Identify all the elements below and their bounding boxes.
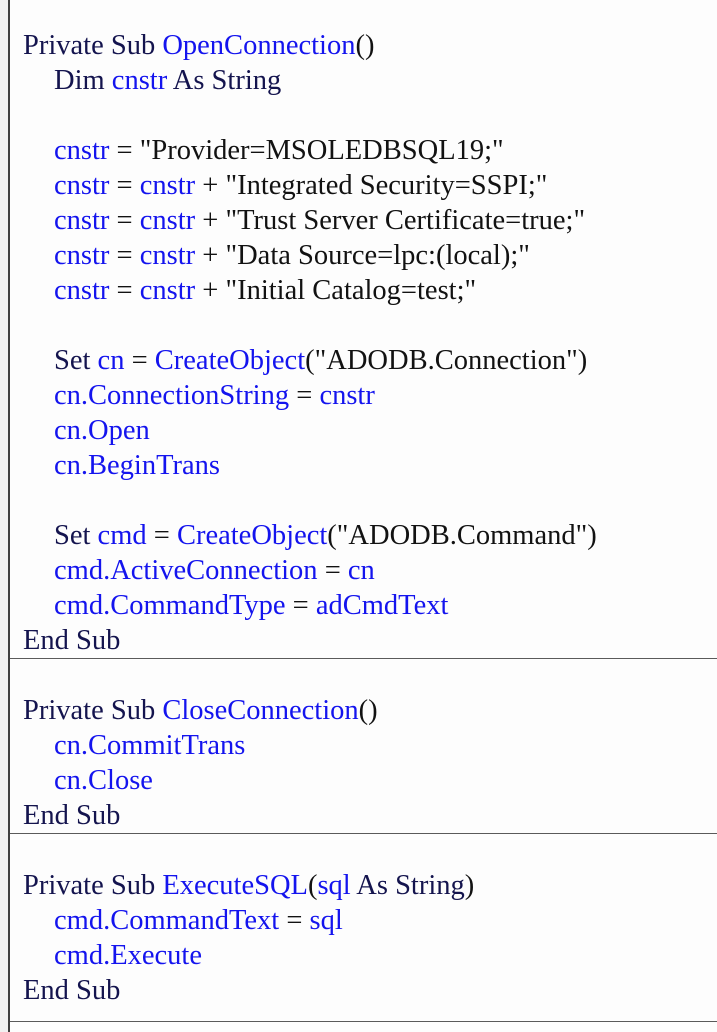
code-line: Private Sub ExecuteSQL(sql As String) xyxy=(23,868,717,903)
code-block-closeconnection: Private Sub CloseConnection()cn.CommitTr… xyxy=(10,658,717,833)
code-panel: Private Sub OpenConnection()Dim cnstr As… xyxy=(8,0,717,1032)
code-line xyxy=(23,98,717,133)
code-token-id: cn.BeginTrans xyxy=(54,450,220,481)
code-token-kw: End Sub xyxy=(23,800,121,831)
code-token-pl: = xyxy=(279,905,310,936)
code-block-openconnection: Private Sub OpenConnection()Dim cnstr As… xyxy=(10,0,717,658)
code-token-pl: = xyxy=(124,345,155,376)
code-token-id: CloseConnection xyxy=(162,695,359,726)
code-token-id: CreateObject xyxy=(154,345,306,376)
code-line: cnstr = cnstr + "Data Source=lpc:(local)… xyxy=(23,238,717,273)
code-token-pl: ("ADODB.Command") xyxy=(327,520,597,551)
code-token-id: cnstr xyxy=(54,135,110,166)
code-token-id: sql xyxy=(317,870,351,901)
code-token-kw: End Sub xyxy=(23,625,121,656)
code-line: End Sub xyxy=(23,798,717,833)
code-token-pl: ) xyxy=(464,870,475,901)
code-line: cnstr = "Provider=MSOLEDBSQL19;" xyxy=(23,133,717,168)
code-token-id: cmd.Execute xyxy=(54,940,202,971)
code-line: cmd.CommandText = sql xyxy=(23,903,717,938)
code-token-id: cn.ConnectionString xyxy=(54,380,290,411)
code-token-kw: Private Sub xyxy=(23,870,163,901)
code-token-id: sql xyxy=(309,905,343,936)
code-token-id: cmd.CommandType xyxy=(54,590,286,621)
code-line: cn.CommitTrans xyxy=(23,728,717,763)
code-line: cn.Open xyxy=(23,413,717,448)
code-line xyxy=(23,483,717,518)
code-token-pl: = xyxy=(109,205,140,236)
code-line xyxy=(23,308,717,343)
code-token-kw: Private Sub xyxy=(23,30,163,61)
code-line: End Sub xyxy=(23,973,717,1008)
code-token-id: cmd xyxy=(97,520,147,551)
code-line: End Sub xyxy=(23,623,717,658)
code-line: cn.Close xyxy=(23,763,717,798)
code-token-id: ExecuteSQL xyxy=(162,870,308,901)
code-block-executesql: Private Sub ExecuteSQL(sql As String)cmd… xyxy=(10,833,717,1022)
code-token-id: cnstr xyxy=(54,170,110,201)
code-token-id: cnstr xyxy=(111,65,168,96)
code-token-id: cmd.CommandText xyxy=(54,905,280,936)
code-token-id: cmd.ActiveConnection xyxy=(54,555,318,586)
code-token-kw: Private Sub xyxy=(23,695,163,726)
left-margin-strip xyxy=(0,0,8,1032)
code-token-id: cnstr xyxy=(139,170,196,201)
code-line: cmd.ActiveConnection = cn xyxy=(23,553,717,588)
code-line: cnstr = cnstr + "Trust Server Certificat… xyxy=(23,203,717,238)
code-line: Set cn = CreateObject("ADODB.Connection"… xyxy=(23,343,717,378)
code-token-id: cnstr xyxy=(139,275,196,306)
code-token-kw: Set xyxy=(54,345,98,376)
code-line: cmd.CommandType = adCmdText xyxy=(23,588,717,623)
code-token-id: cnstr xyxy=(54,240,110,271)
code-token-id: cnstr xyxy=(139,240,196,271)
code-token-id: cn.Open xyxy=(54,415,150,446)
code-token-pl: + "Integrated Security=SSPI;" xyxy=(195,170,548,201)
code-token-pl: () xyxy=(358,695,378,726)
code-token-id: cn xyxy=(347,555,375,586)
code-token-pl: = xyxy=(109,170,140,201)
code-token-id: OpenConnection xyxy=(162,30,356,61)
code-token-id: adCmdText xyxy=(315,590,449,621)
code-line: cmd.Execute xyxy=(23,938,717,973)
code-token-pl: () xyxy=(355,30,375,61)
code-line: Private Sub OpenConnection() xyxy=(23,28,717,63)
code-token-id: cn.CommitTrans xyxy=(54,730,246,761)
code-line: cn.ConnectionString = cnstr xyxy=(23,378,717,413)
code-token-pl: ("ADODB.Connection") xyxy=(305,345,588,376)
code-token-pl: = "Provider=MSOLEDBSQL19;" xyxy=(109,135,504,166)
code-token-kw: Set xyxy=(54,520,98,551)
code-token-id: cnstr xyxy=(54,275,110,306)
code-token-id: cnstr xyxy=(54,205,110,236)
code-token-pl: = xyxy=(289,380,320,411)
code-line: Set cmd = CreateObject("ADODB.Command") xyxy=(23,518,717,553)
code-token-pl: = xyxy=(146,520,177,551)
code-token-pl: ( xyxy=(307,870,318,901)
code-token-id: cnstr xyxy=(319,380,375,411)
code-line: cnstr = cnstr + "Integrated Security=SSP… xyxy=(23,168,717,203)
code-token-pl: = xyxy=(109,275,140,306)
code-line: Dim cnstr As String xyxy=(23,63,717,98)
code-token-kw: End Sub xyxy=(23,975,121,1006)
code-token-kw: As String xyxy=(167,65,282,96)
code-token-pl: = xyxy=(317,555,348,586)
code-token-pl: = xyxy=(109,240,140,271)
code-token-pl: + "Initial Catalog=test;" xyxy=(195,275,477,306)
code-token-pl: + "Data Source=lpc:(local);" xyxy=(195,240,530,271)
code-token-pl: + "Trust Server Certificate=true;" xyxy=(195,205,586,236)
code-token-id: cn xyxy=(97,345,125,376)
code-line: cnstr = cnstr + "Initial Catalog=test;" xyxy=(23,273,717,308)
code-token-id: CreateObject xyxy=(176,520,328,551)
code-line: Private Sub CloseConnection() xyxy=(23,693,717,728)
code-token-kw: As String xyxy=(350,870,465,901)
code-token-kw: Dim xyxy=(54,65,112,96)
code-line: cn.BeginTrans xyxy=(23,448,717,483)
code-token-id: cn.Close xyxy=(54,765,153,796)
code-token-id: cnstr xyxy=(139,205,196,236)
code-token-pl: = xyxy=(285,590,316,621)
